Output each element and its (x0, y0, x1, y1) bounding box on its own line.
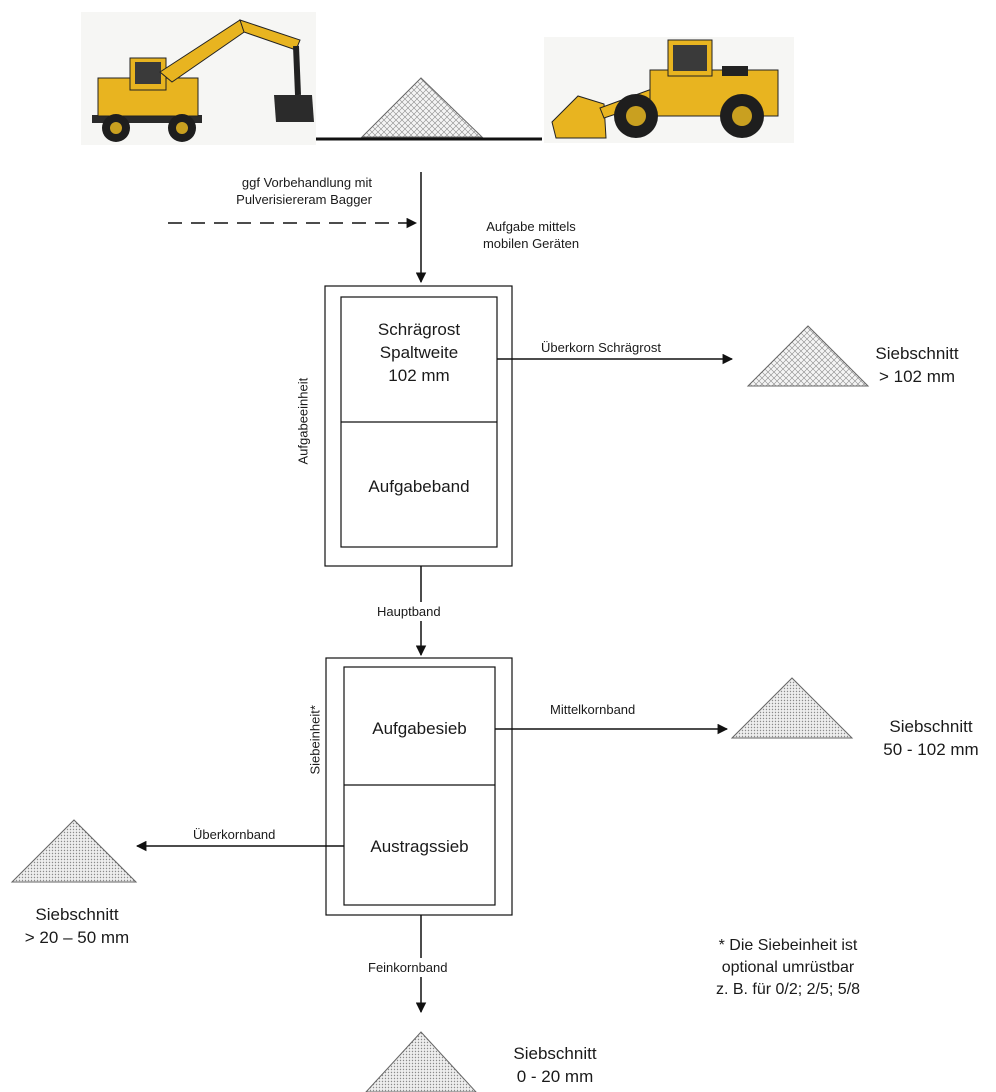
footnote: * Die Siebeinheit ist optional umrüstbar… (715, 937, 861, 998)
cut-over-102-label: Siebschnitt > 102 mm (875, 344, 959, 386)
feed-method-note: Aufgabe mittels mobilen Geräten (482, 219, 580, 251)
main-belt-label: Hauptband (374, 602, 444, 621)
feed-screen-box-text: Aufgabesieb (372, 719, 467, 738)
pile-20-50-icon (10, 819, 138, 883)
pretreatment-note: ggf Vorbehandlung mit Pulverisiereram Ba… (236, 175, 372, 207)
feed-belt-box-text: Aufgabeband (368, 477, 470, 496)
cut-20-50-label: Siebschnitt > 20 – 50 mm (24, 905, 130, 947)
grate-box-text: Schrägrost Spaltweite 102 mm (377, 320, 461, 385)
cut-50-102-label: Siebschnitt 50 - 102 mm (883, 717, 979, 759)
middle-grain-label: Mittelkornband (550, 702, 636, 717)
screen-unit-label: Siebeinheit* (307, 705, 323, 775)
oversize-belt-label: Überkornband (193, 827, 276, 842)
discharge-screen-box-text: Austragssieb (370, 837, 469, 856)
wheel-loader-image (544, 37, 794, 143)
screen-unit-inner (343, 666, 496, 906)
feed-unit-label: Aufgabeeinheit (295, 377, 311, 465)
pile-over-102-icon (746, 325, 870, 387)
excavator-image (81, 12, 316, 145)
cut-0-20-label: Siebschnitt 0 - 20 mm (513, 1044, 597, 1086)
pile-0-20-icon (365, 1031, 477, 1092)
fine-belt-label: Feinkornband (365, 958, 451, 977)
pile-50-102-icon (730, 677, 854, 739)
stockpile-icon (360, 77, 484, 138)
grate-oversize-label: Überkorn Schrägrost (541, 340, 661, 355)
